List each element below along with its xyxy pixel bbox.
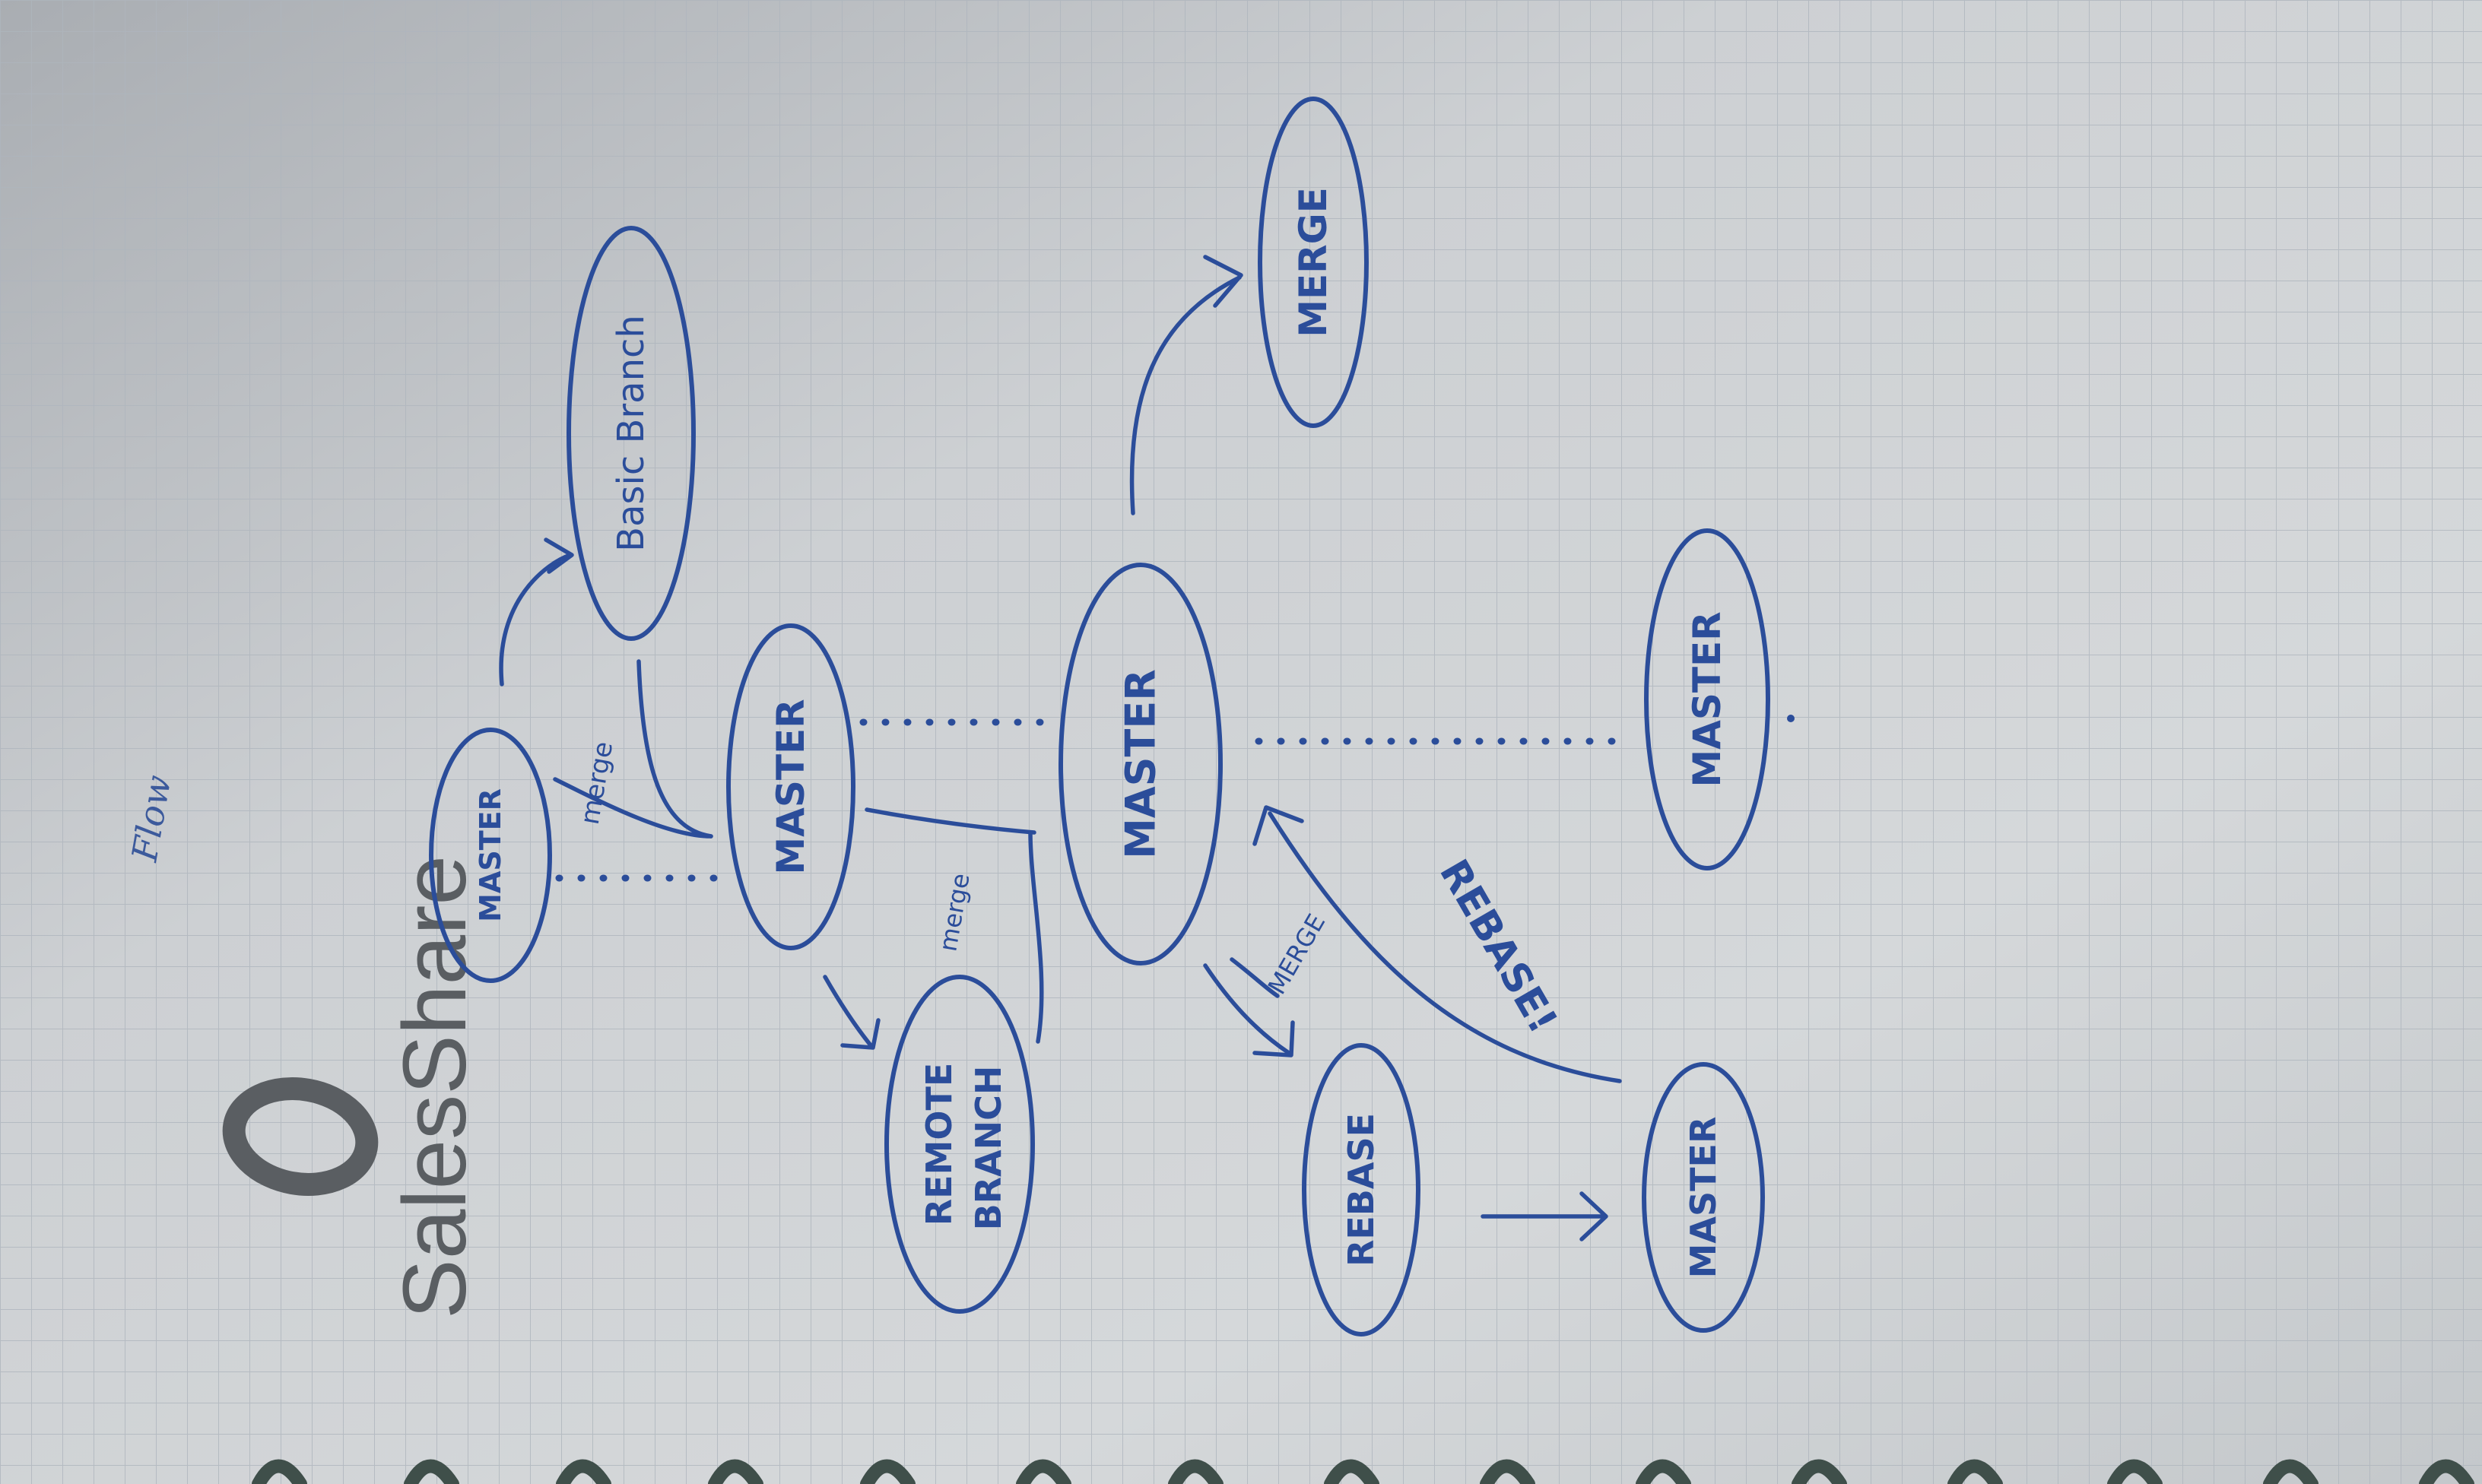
node-merge: MERGE xyxy=(1258,97,1369,428)
node-master-3: MASTER xyxy=(1058,563,1223,966)
node-master-2: MASTER xyxy=(726,623,855,950)
edge-rebase-to-master5 xyxy=(1481,1191,1608,1241)
edge-basic-branch-to-master2 xyxy=(553,659,713,839)
edge-remote-branch-to-master3 xyxy=(865,807,1044,1044)
node-master-5-label: MASTER xyxy=(1683,1117,1724,1279)
edge-master2-to-remote-branch xyxy=(823,975,881,1050)
node-remote-branch: REMOTE BRANCH xyxy=(884,975,1035,1314)
node-master-5: MASTER xyxy=(1642,1062,1765,1333)
node-master-1: MASTER xyxy=(429,728,552,983)
node-merge-label: MERGE xyxy=(1291,187,1335,338)
node-basic-branch: Basic Branch xyxy=(567,226,696,641)
salesshare-logo: SalesShare xyxy=(222,855,485,1319)
node-remote-branch-label-2: BRANCH xyxy=(968,1066,1009,1231)
ink-dot xyxy=(1787,715,1795,722)
node-master-3-label: MASTER xyxy=(1117,669,1165,859)
node-master-4-label: MASTER xyxy=(1685,611,1729,787)
edge-master3-to-merge xyxy=(1129,255,1243,515)
node-basic-branch-label: Basic Branch xyxy=(610,315,652,552)
node-master-2-label: MASTER xyxy=(769,699,813,874)
spiral-binding xyxy=(252,1459,2474,1484)
node-master-1-label: MASTER xyxy=(474,788,507,922)
edge-master3-to-rebase xyxy=(1203,957,1295,1058)
node-master-4: MASTER xyxy=(1644,528,1770,870)
logo-ring-icon xyxy=(222,1077,379,1196)
edge-master1-to-basic-branch xyxy=(499,537,574,687)
edge-master5-to-master3-rebase xyxy=(1252,805,1622,1083)
node-remote-branch-label-1: REMOTE xyxy=(919,1063,960,1226)
node-rebase: REBASE xyxy=(1302,1043,1420,1337)
node-rebase-label: REBASE xyxy=(1341,1113,1382,1267)
logo-text: SalesShare xyxy=(385,855,485,1319)
